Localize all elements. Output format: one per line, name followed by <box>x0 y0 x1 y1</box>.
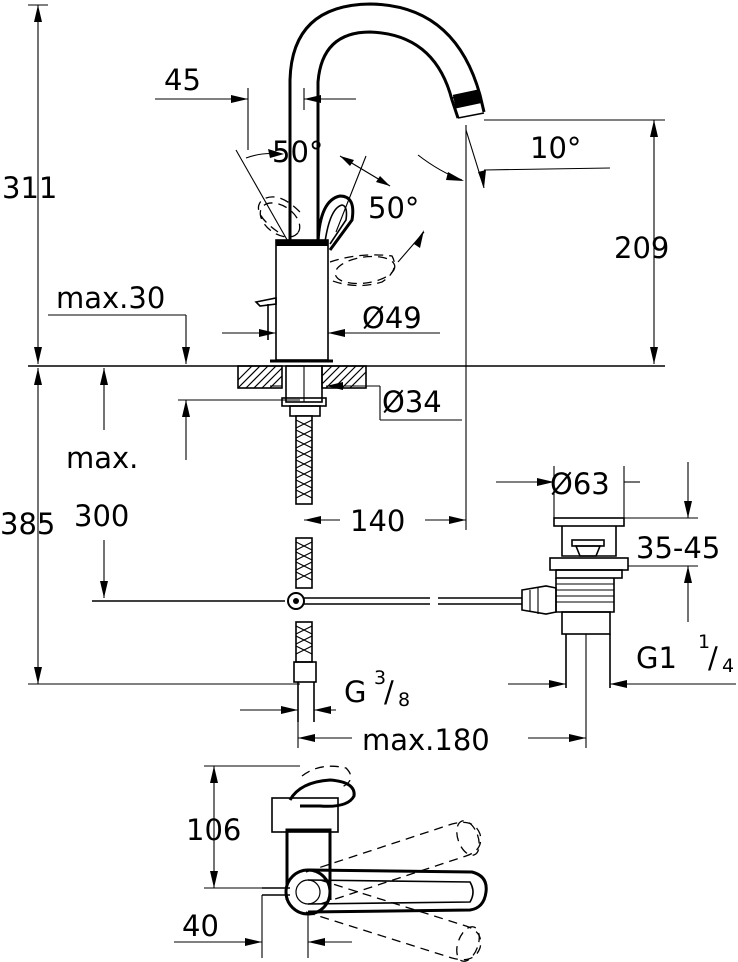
plan-lever <box>288 778 356 808</box>
dim-385: 385 <box>0 507 55 541</box>
svg-text:4: 4 <box>722 655 734 677</box>
plan-spout <box>307 868 488 914</box>
body-cap <box>276 240 328 246</box>
waste-body <box>555 578 615 613</box>
popup-knob <box>254 297 277 307</box>
dim-supply-thread: G 3 / 8 <box>344 667 410 711</box>
waste-assembly <box>521 517 629 688</box>
plan-body <box>285 828 332 900</box>
supply-hose <box>293 415 317 722</box>
dim-106: 106 <box>186 813 241 847</box>
lever-handle <box>316 194 355 251</box>
dim-209: 209 <box>614 231 669 265</box>
waste-side-port <box>521 585 557 615</box>
deck-left <box>237 365 283 389</box>
waste-flange <box>553 517 625 527</box>
svg-text:8: 8 <box>398 689 410 711</box>
hose-fitting <box>293 661 317 683</box>
faucet-plan-view <box>174 765 488 962</box>
svg-text:G: G <box>344 675 366 709</box>
waste-tail <box>561 611 611 635</box>
lever-right-ghost-loop <box>334 255 396 285</box>
dim-max30: max.30 <box>56 281 165 315</box>
dim-max180: max.180 <box>362 723 490 757</box>
dim-waste-diameter: Ø63 <box>550 467 610 501</box>
dim-hole-diameter: Ø34 <box>382 385 442 419</box>
waste-plug <box>561 526 617 557</box>
popup-linkage <box>92 592 522 610</box>
svg-text:/: / <box>384 675 394 709</box>
dim-140: 140 <box>350 504 405 538</box>
lever-handle-inner <box>324 204 348 245</box>
svg-text:3: 3 <box>374 667 386 689</box>
dim-waste-thread: G1 1 / 4 <box>636 631 734 677</box>
dim-body-diameter: Ø49 <box>362 301 422 335</box>
lever-left-ghost-loop <box>259 202 301 238</box>
dim-50-right: 50° <box>368 191 419 225</box>
faucet-body <box>275 239 329 361</box>
svg-text:1: 1 <box>698 631 710 653</box>
dim-35-45: 35-45 <box>636 531 720 565</box>
mounting-washer <box>289 405 321 417</box>
spout-outer <box>288 2 486 245</box>
dim-50-left: 50° <box>272 135 323 169</box>
dim-45: 45 <box>164 63 201 97</box>
dim-40: 40 <box>182 909 219 943</box>
spout-outlet-aerator <box>452 89 483 109</box>
lever-left-ghost <box>257 196 301 233</box>
dimension-labels: 311 45 50° 50° 10° 209 max.30 Ø49 Ø34 ma… <box>0 63 734 943</box>
dimension-lines <box>28 4 736 748</box>
spout-inner <box>316 30 460 245</box>
dim-311: 311 <box>2 171 57 205</box>
dim-300: 300 <box>74 499 129 533</box>
svg-text:G1: G1 <box>636 641 677 675</box>
dim-10: 10° <box>530 131 581 165</box>
faucet-side-view <box>254 2 486 363</box>
waste-nut <box>549 557 629 571</box>
dim-max-label: max. <box>66 441 138 475</box>
svg-text:/: / <box>708 641 718 675</box>
lever-right-ghost <box>329 254 396 287</box>
deck-hatching <box>237 365 367 389</box>
deck-section <box>28 365 665 417</box>
